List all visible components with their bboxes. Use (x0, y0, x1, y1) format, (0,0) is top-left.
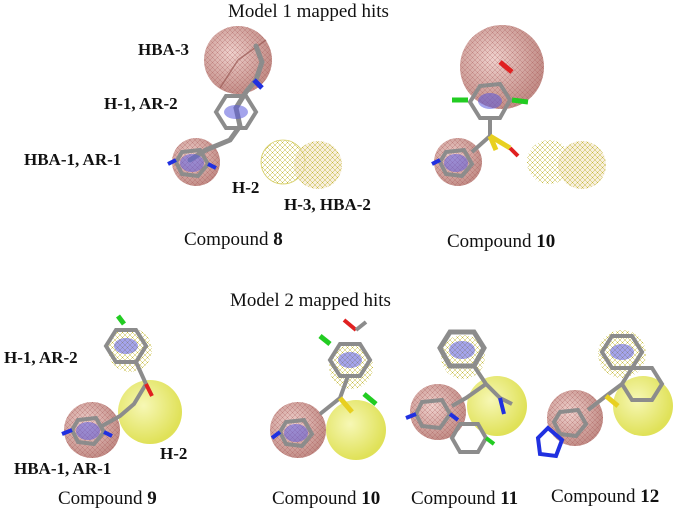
compound-11-model (405, 329, 527, 454)
model2-title: Model 2 mapped hits (230, 290, 391, 311)
compound-10-model2-model (270, 318, 386, 460)
label-h1-ar2: H-1, AR-2 (104, 94, 178, 113)
label-hba1-ar1-model2: HBA-1, AR-1 (14, 459, 112, 478)
label-hba1-ar1: HBA-1, AR-1 (24, 150, 122, 169)
model1-title: Model 1 mapped hits (228, 1, 389, 22)
label-h2-model2: H-2 (160, 444, 188, 463)
label-h1-ar2-model2: H-1, AR-2 (4, 348, 78, 367)
label-h3-hba2: H-3, HBA-2 (284, 195, 371, 214)
label-hba3: HBA-3 (138, 40, 189, 59)
caption-compound-10-model1: Compound 10 (447, 231, 556, 252)
caption-compound-10-model2: Compound 10 (272, 488, 381, 509)
caption-compound-11: Compound 11 (411, 488, 519, 509)
compound-9-model (61, 314, 182, 458)
caption-compound-12: Compound 12 (551, 486, 660, 507)
caption-compound-8: Compound 8 (184, 229, 283, 250)
compound-12-model (535, 330, 673, 459)
caption-compound-9: Compound 9 (58, 488, 157, 509)
compound-8-model (167, 26, 342, 189)
compound-10-model1-model (431, 25, 606, 189)
label-h2: H-2 (232, 178, 260, 197)
